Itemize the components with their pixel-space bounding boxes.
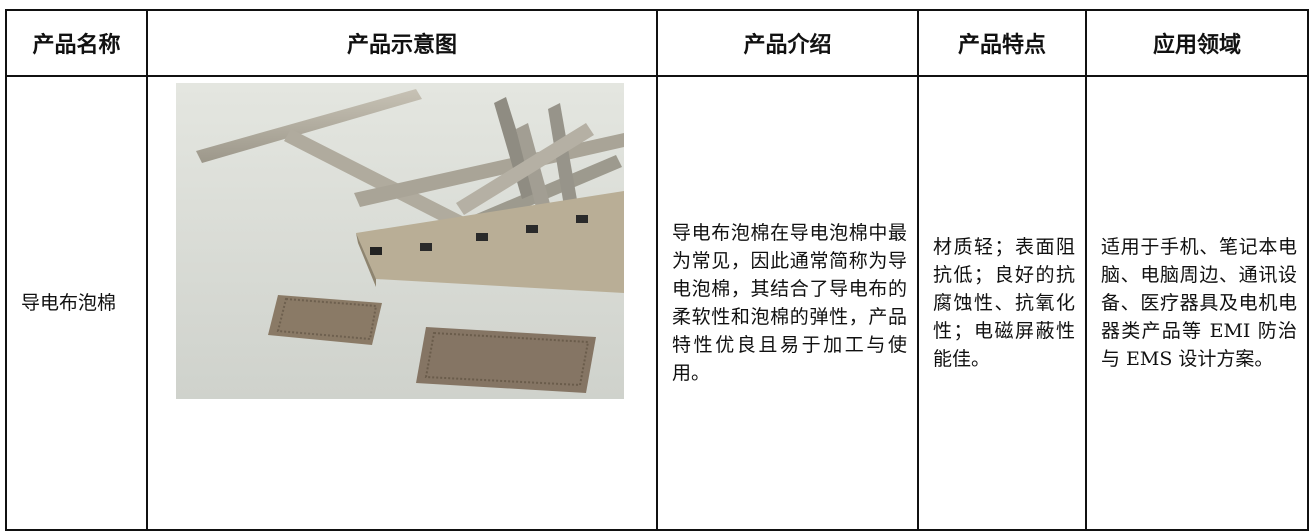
product-table: 产品名称 产品示意图 产品介绍 产品特点 应用领域 导电布泡棉: [5, 9, 1309, 531]
foam-block: [356, 191, 624, 293]
header-row: 产品名称 产品示意图 产品介绍 产品特点 应用领域: [5, 9, 1309, 77]
product-features: 材质轻；表面阻抗低；良好的抗腐蚀性、抗氧化性；电磁屏蔽性能佳。: [933, 236, 1075, 370]
table-row: 导电布泡棉: [5, 75, 1309, 531]
foam-strip: [456, 123, 594, 215]
header-product-intro: 产品介绍: [656, 9, 919, 77]
product-image-cell: [146, 75, 658, 531]
header-application-fields: 应用领域: [1085, 9, 1309, 77]
application-fields: 适用于手机、笔记本电脑、电脑周边、通讯设备、医疗器具及电机电器类产品等 EMI …: [1101, 236, 1297, 370]
product-intro-cell: 导电布泡棉在导电泡棉中最为常见，因此通常简称为导电泡棉，其结合了导电布的柔软性和…: [656, 75, 919, 531]
product-name-cell: 导电布泡棉: [5, 75, 148, 531]
foam-end: [526, 225, 538, 233]
foam-block-edge: [356, 233, 376, 287]
foam-strip: [196, 89, 422, 163]
foam-end: [420, 243, 432, 251]
foam-strip: [284, 129, 476, 235]
header-product-name: 产品名称: [5, 9, 148, 77]
header-product-features: 产品特点: [917, 9, 1087, 77]
foam-end: [576, 215, 588, 223]
product-name: 导电布泡棉: [21, 292, 117, 314]
header-product-image: 产品示意图: [146, 9, 658, 77]
product-intro: 导电布泡棉在导电泡棉中最为常见，因此通常简称为导电泡棉，其结合了导电布的柔软性和…: [672, 222, 907, 384]
product-photo: [176, 83, 624, 399]
gasket-right: [416, 327, 596, 393]
application-fields-cell: 适用于手机、笔记本电脑、电脑周边、通讯设备、医疗器具及电机电器类产品等 EMI …: [1085, 75, 1309, 531]
foam-end: [370, 247, 382, 255]
product-features-cell: 材质轻；表面阻抗低；良好的抗腐蚀性、抗氧化性；电磁屏蔽性能佳。: [917, 75, 1087, 531]
foam-end: [476, 233, 488, 241]
